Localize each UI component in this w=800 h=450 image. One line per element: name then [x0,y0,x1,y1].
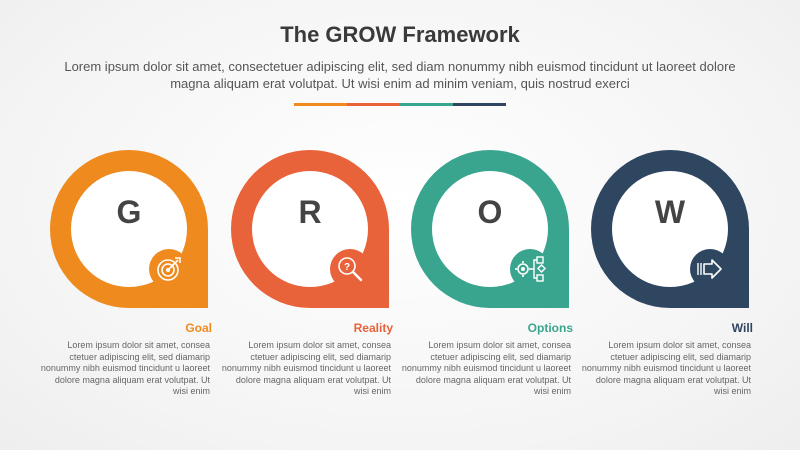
divider-segment-will [453,103,506,106]
step-description: Lorem ipsum dolor sit amet, consea ctetu… [581,340,751,396]
color-divider [294,103,506,106]
divider-segment-options [400,103,453,106]
step-label: Goal [185,321,212,335]
step-description: Lorem ipsum dolor sit amet, consea ctetu… [221,340,391,396]
badge-reality: R ? [231,150,389,308]
step-label: Options [527,321,573,335]
teardrop-shape-reality [231,150,389,308]
step-letter: R [298,194,322,230]
divider-segment-goal [294,103,347,106]
magnifier-question-icon: ? [330,249,370,289]
teardrop-shape-goal [50,150,208,308]
target-icon [149,249,189,289]
page-title: The GROW Framework [280,22,520,47]
badge-options: O [411,150,569,308]
teardrop-shape-will [591,150,749,308]
step-label: Reality [353,321,393,335]
page-subtitle: Lorem ipsum dolor sit amet, consectetuer… [64,59,736,91]
step-goal: G Goal Lorem ipsum dolor sit amet, conse… [41,150,212,396]
step-description: Lorem ipsum dolor sit amet, consea ctetu… [401,340,571,396]
step-letter: O [477,194,503,230]
divider-segment-reality [347,103,400,106]
step-options: O Options Lorem ipsum dolor sit amet, co… [402,150,573,396]
arrow-right-icon [690,249,730,289]
badge-goal: G [50,150,208,308]
step-label: Will [731,321,753,335]
step-letter: G [116,194,142,230]
badge-will: W [591,150,749,308]
step-letter: W [654,194,686,230]
step-reality: R ? Reality Lorem ipsum dolor sit amet, … [222,150,393,396]
svg-text:?: ? [344,262,350,273]
step-will: W Will Lorem ipsum dolor sit amet, conse… [582,150,753,396]
gear-flowchart-icon [510,249,550,289]
step-description: Lorem ipsum dolor sit amet, consea ctetu… [40,340,210,396]
